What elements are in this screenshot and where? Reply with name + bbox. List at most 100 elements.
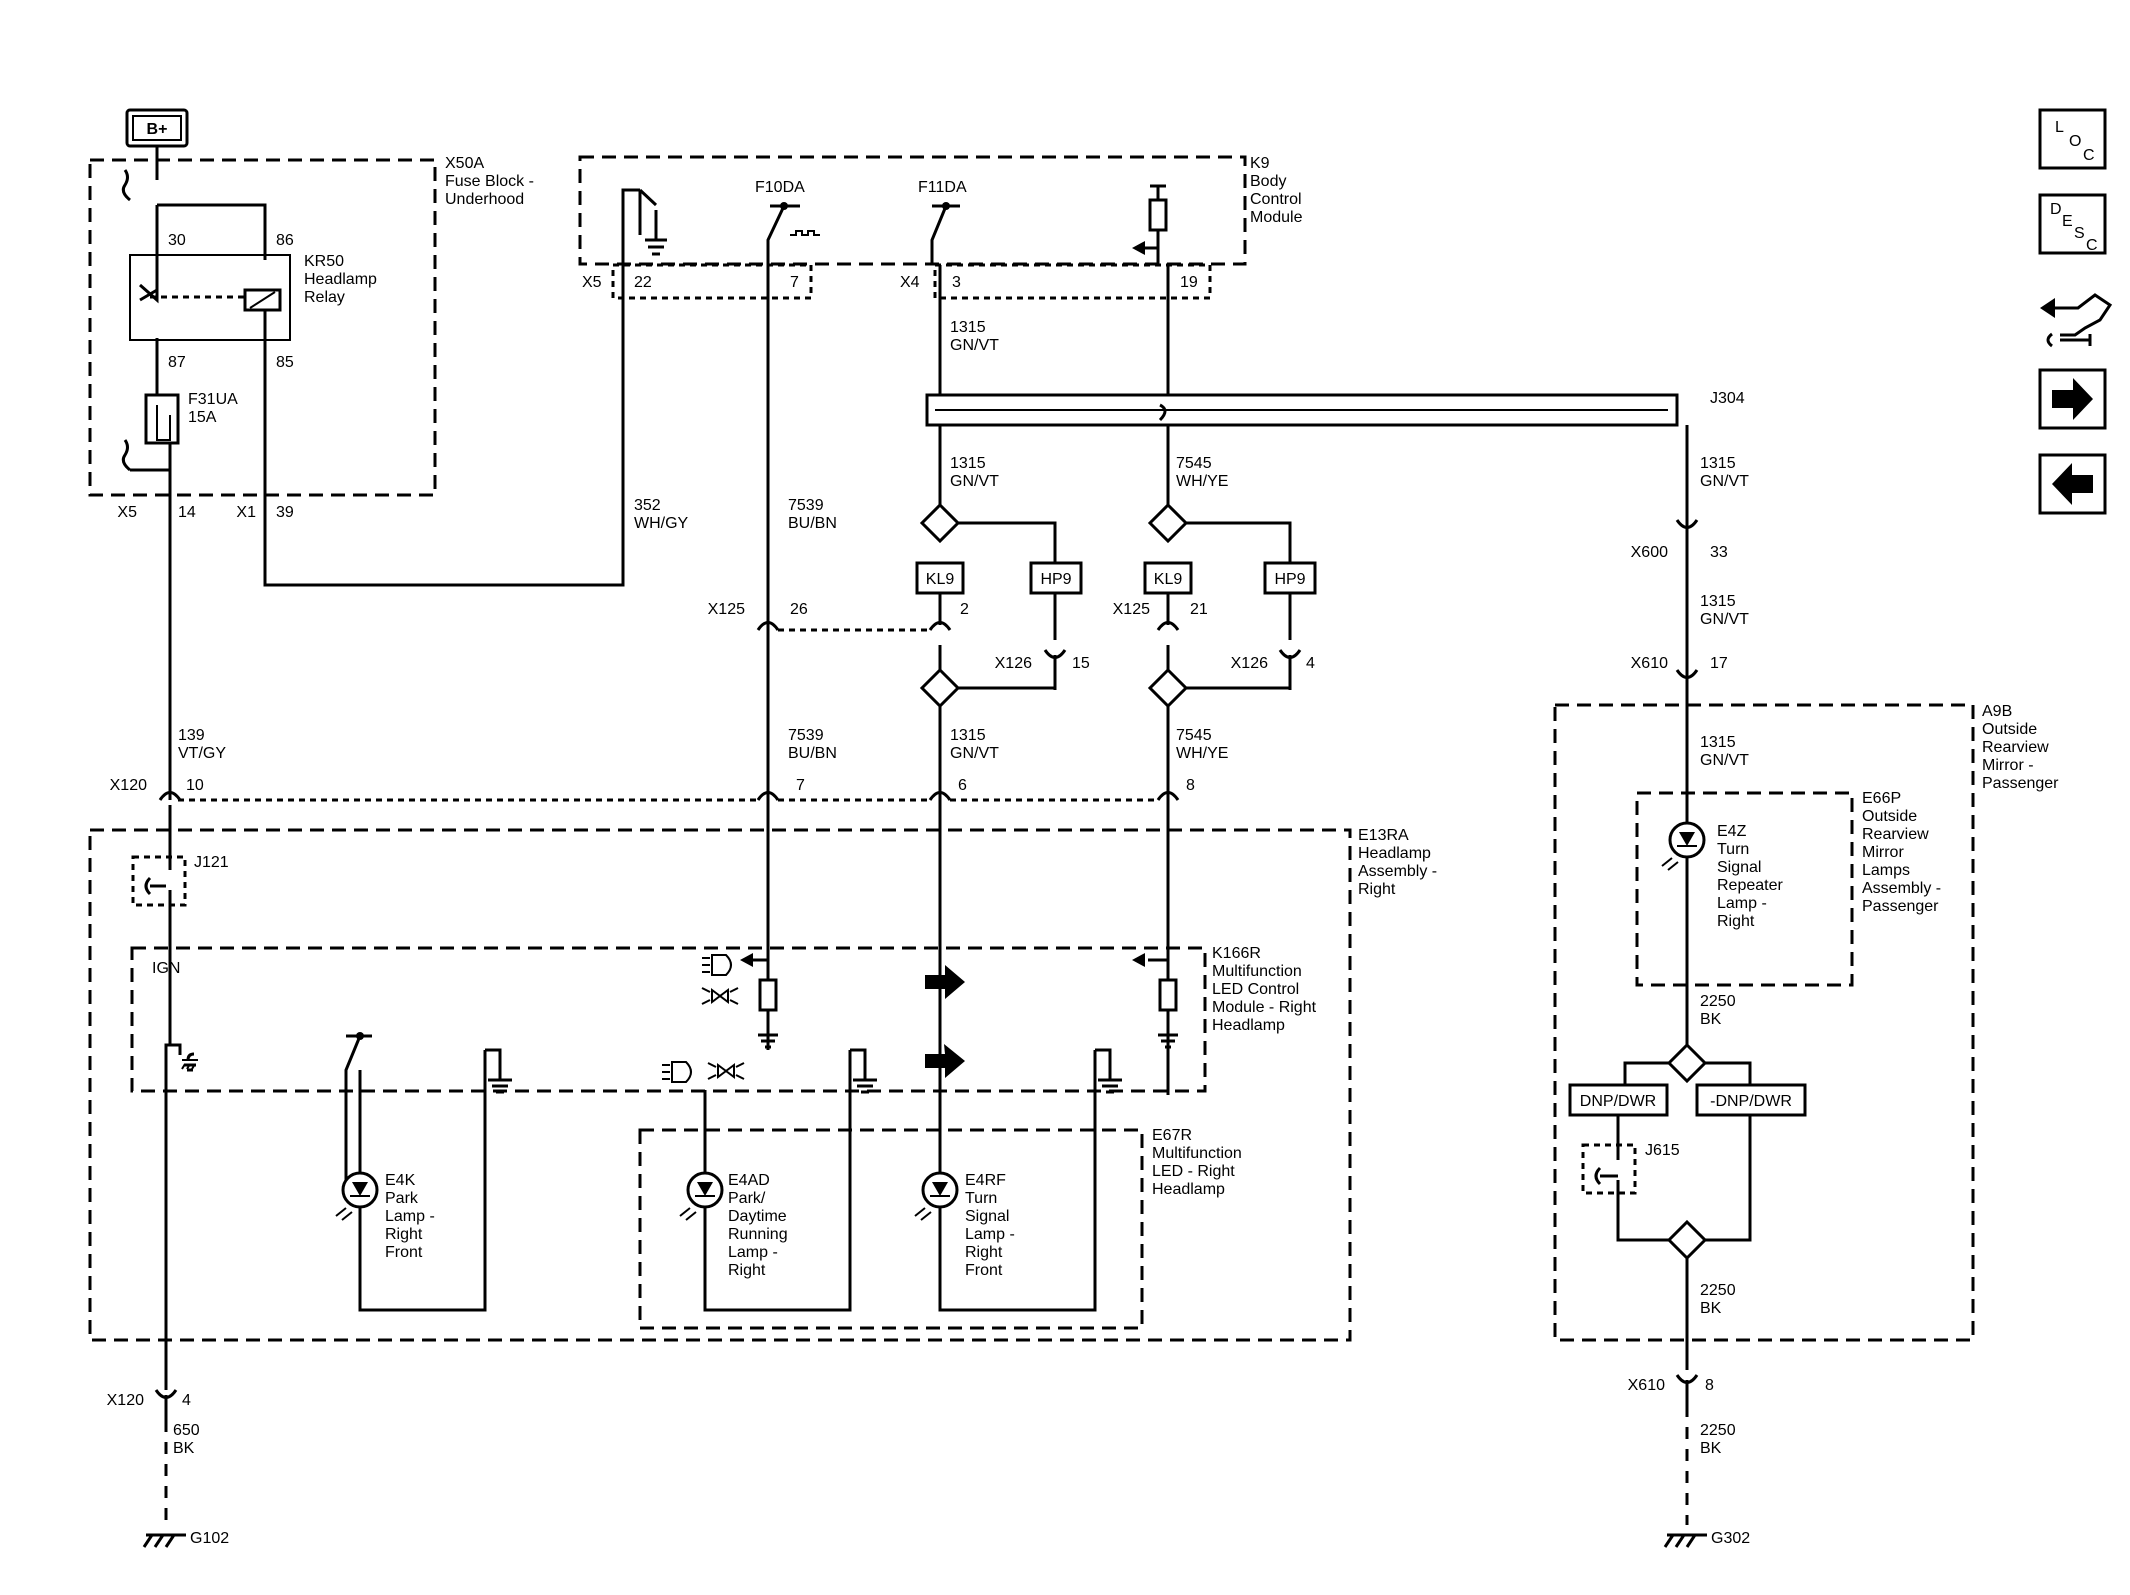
option-hp9 xyxy=(1263,561,1317,595)
bcm-connector-x5 xyxy=(611,263,813,300)
battery-positive: B+ xyxy=(125,108,189,148)
lamp-name: Lamp - xyxy=(728,1244,778,1261)
lamp-name: Right xyxy=(965,1244,1003,1261)
connector-pin: 26 xyxy=(790,601,808,618)
option-diamond xyxy=(1147,502,1189,544)
lamp-name: Park/ xyxy=(728,1190,766,1207)
connector-label: X610 xyxy=(1628,1377,1665,1394)
fuse-block-id: X50A xyxy=(445,155,484,172)
wire-label: BU/BN xyxy=(788,515,837,532)
svg-text:E: E xyxy=(2062,213,2073,230)
connector-pin: 8 xyxy=(1186,777,1195,794)
connector-label: X125 xyxy=(708,601,745,618)
connector-pin: 17 xyxy=(1710,655,1728,672)
bcm-name: Module xyxy=(1250,209,1303,226)
lamp-id: E4RF xyxy=(965,1172,1006,1189)
connector-label: X120 xyxy=(107,1392,144,1409)
chassis-ground-icon xyxy=(181,1059,198,1070)
lamp-name: Right xyxy=(1717,913,1755,930)
headlamp-name: Headlamp xyxy=(1358,845,1431,862)
wire-label: BK xyxy=(1700,1011,1722,1028)
lamp-name: Daytime xyxy=(728,1208,787,1225)
connector-label: X610 xyxy=(1631,655,1668,672)
wire-label: BU/BN xyxy=(788,745,837,762)
lamp-name: Right xyxy=(385,1226,423,1243)
relay-pin: 86 xyxy=(276,232,294,249)
relay-name: Relay xyxy=(304,289,345,306)
led-module-id: E67R xyxy=(1152,1127,1192,1144)
connector-pin: 7 xyxy=(790,274,799,291)
connector-pin: 8 xyxy=(1705,1377,1714,1394)
connector-pin: 33 xyxy=(1710,544,1728,561)
turn-signal-arrow-icon xyxy=(925,1044,965,1078)
wire-label: 1315 xyxy=(1700,593,1736,610)
wire-label: BK xyxy=(1700,1300,1722,1317)
connector-label: X126 xyxy=(1231,655,1268,672)
option-diamond xyxy=(919,502,961,544)
led-module-name: Headlamp xyxy=(1152,1181,1225,1198)
connector-wrench-icon[interactable] xyxy=(2040,293,2113,348)
wire-label: 7539 xyxy=(788,497,824,514)
option-diamond xyxy=(1666,1042,1708,1084)
relay-pin: 87 xyxy=(168,354,186,371)
mirror-lamps-name: Assembly - xyxy=(1862,880,1941,897)
option-dnp-dwr xyxy=(1568,1083,1669,1117)
svg-text:KL9: KL9 xyxy=(926,571,955,588)
previous-arrow-icon[interactable] xyxy=(2038,453,2107,515)
wire-label: 650 xyxy=(173,1422,200,1439)
splice-label: J615 xyxy=(1645,1142,1680,1159)
description-icon[interactable]: D E S C xyxy=(2038,193,2107,255)
relay-name: Headlamp xyxy=(304,271,377,288)
svg-text:-DNP/DWR: -DNP/DWR xyxy=(1710,1093,1792,1110)
headlamp-assembly-boundary xyxy=(88,828,1352,1342)
headlamp-name: Right xyxy=(1358,881,1396,898)
lamp-id: E4K xyxy=(385,1172,416,1189)
next-arrow-icon[interactable] xyxy=(2038,368,2107,430)
mirror-lamps-boundary xyxy=(1635,791,1854,987)
svg-text:DNP/DWR: DNP/DWR xyxy=(1580,1093,1656,1110)
mirror-lamps-name: Lamps xyxy=(1862,862,1910,879)
wire-label: 1315 xyxy=(1700,734,1736,751)
wire-label: BK xyxy=(1700,1440,1722,1457)
svg-text:C: C xyxy=(2086,237,2098,254)
mirror-lamps-name: Outside xyxy=(1862,808,1917,825)
connector-label: X1 xyxy=(236,504,256,521)
bcm-id: K9 xyxy=(1250,155,1270,172)
wire-label: GN/VT xyxy=(1700,752,1749,769)
connector-pin: 15 xyxy=(1072,655,1090,672)
option-kl9 xyxy=(1143,561,1193,595)
bcm-connector-x4 xyxy=(933,263,1212,300)
wire-label: 2250 xyxy=(1700,1282,1736,1299)
module-name: Module - Right xyxy=(1212,999,1317,1016)
wire-label: WH/GY xyxy=(634,515,689,532)
svg-text:D: D xyxy=(2050,201,2062,218)
connector-label: X126 xyxy=(995,655,1032,672)
wire-label: VT/GY xyxy=(178,745,226,762)
wire-label: 139 xyxy=(178,727,205,744)
ground-g302-icon xyxy=(1663,1533,1707,1548)
wire-label: 7545 xyxy=(1176,727,1212,744)
multifunction-led-boundary xyxy=(638,1128,1144,1330)
option-hp9 xyxy=(1029,561,1083,595)
svg-text:C: C xyxy=(2083,147,2095,164)
wire-label: 7545 xyxy=(1176,455,1212,472)
location-icon[interactable]: L O C xyxy=(2038,108,2107,170)
fuse-block-name: Fuse Block - xyxy=(445,173,534,190)
led-module-name: Multifunction xyxy=(1152,1145,1242,1162)
wire-label: 7539 xyxy=(788,727,824,744)
wire-label: 1315 xyxy=(1700,455,1736,472)
lamp-id: E4AD xyxy=(728,1172,770,1189)
lamp-name: Lamp - xyxy=(965,1226,1015,1243)
drl-symbol-icon xyxy=(707,1062,745,1080)
wire-label: 2250 xyxy=(1700,993,1736,1010)
svg-text:L: L xyxy=(2055,119,2064,136)
ground-g102-icon xyxy=(142,1533,186,1548)
module-name: Headlamp xyxy=(1212,1017,1285,1034)
bcm-boundary xyxy=(578,155,1247,266)
mirror-boundary xyxy=(1553,703,1975,1342)
wire-label: 1315 xyxy=(950,319,986,336)
led-module-name: LED - Right xyxy=(1152,1163,1235,1180)
mirror-name: Outside xyxy=(1982,721,2037,738)
splice-label: J304 xyxy=(1710,390,1745,407)
lamp-name: Lamp - xyxy=(385,1208,435,1225)
